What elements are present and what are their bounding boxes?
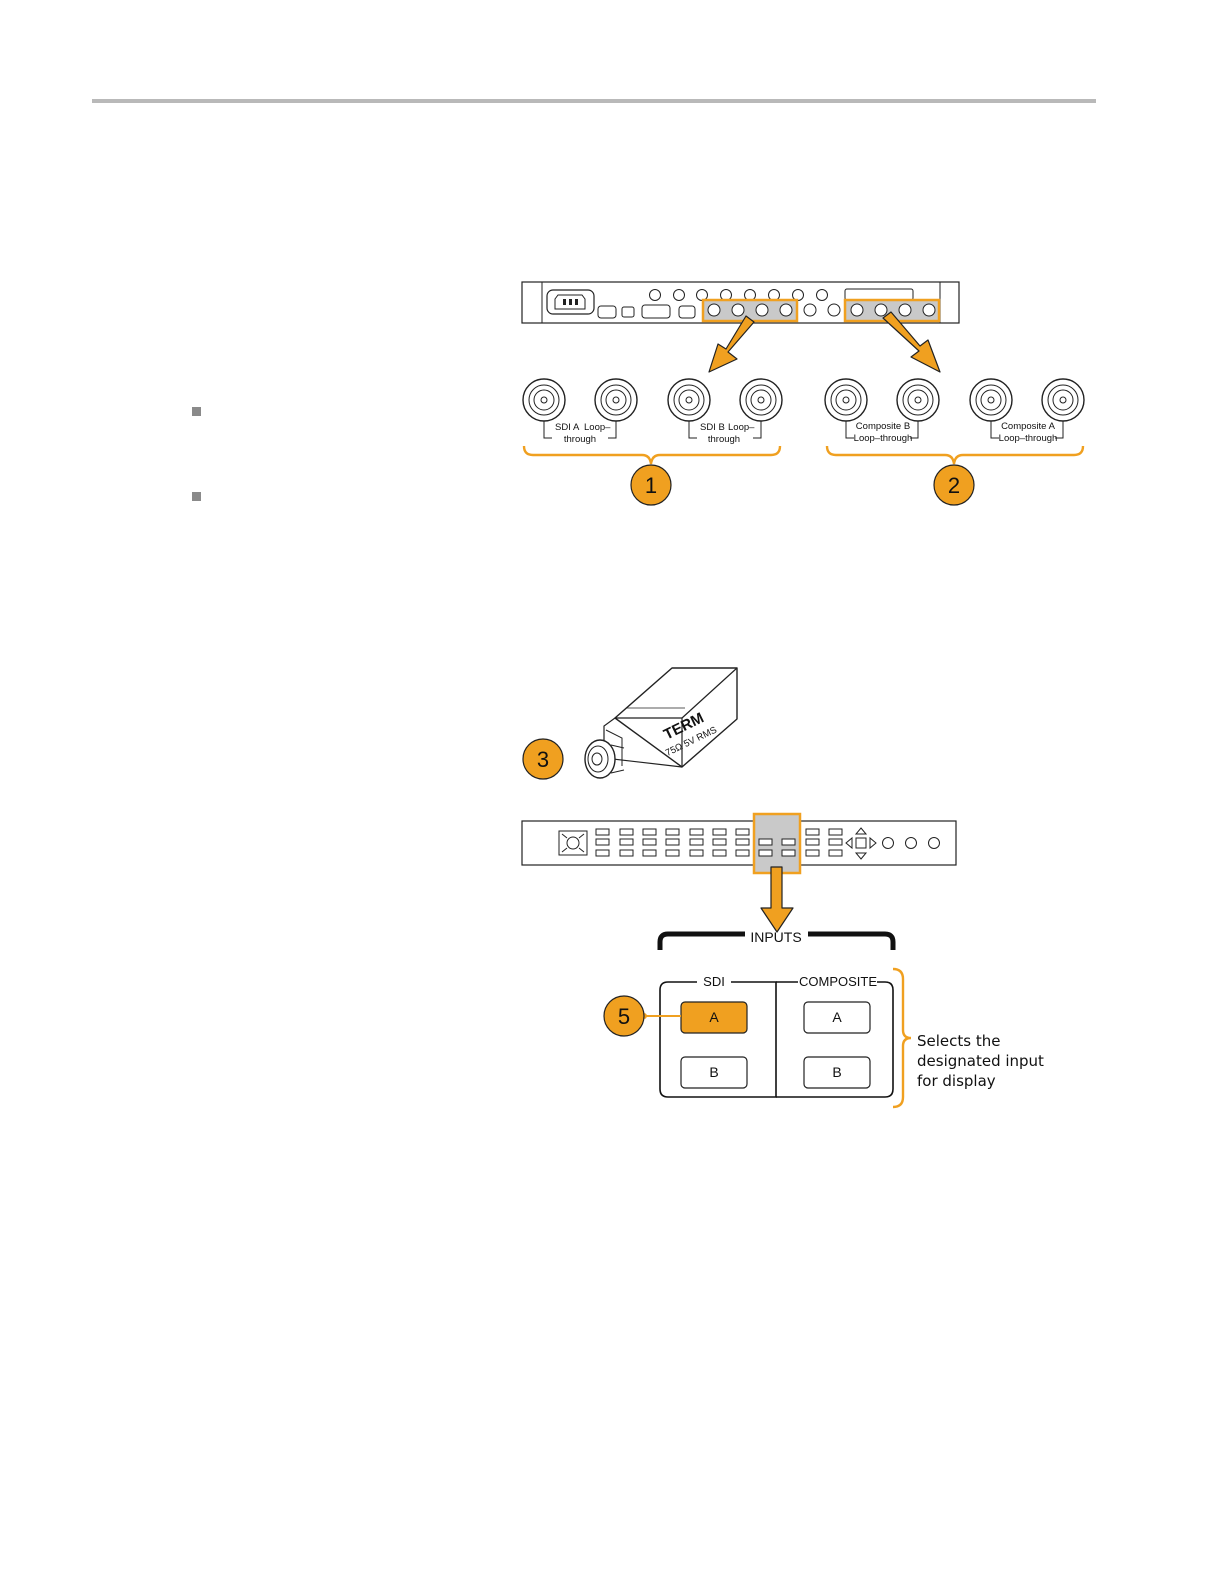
sdi-a-through-label: through bbox=[564, 434, 596, 445]
sdi-b-loop-label: Loop– bbox=[728, 422, 755, 433]
inputs-note-line-2: designated input bbox=[917, 1052, 1044, 1070]
power-inlet-icon bbox=[547, 290, 594, 314]
front-panel bbox=[522, 814, 956, 873]
bnc-connector-icon bbox=[740, 379, 782, 421]
sdi-b-through-label: through bbox=[708, 434, 740, 445]
bnc-connector-icon bbox=[595, 379, 637, 421]
sdi-a-button[interactable]: A bbox=[681, 1002, 747, 1033]
composite-b-loop-label: Loop–through bbox=[854, 433, 913, 444]
arrow-inputs bbox=[761, 867, 793, 932]
inputs-note-line-3: for display bbox=[917, 1072, 996, 1090]
front-panel-special-icon bbox=[559, 831, 587, 855]
inputs-title: INPUTS bbox=[750, 929, 801, 945]
bnc-connector-icon bbox=[897, 379, 939, 421]
composite-b-label: Composite B bbox=[856, 421, 910, 432]
bnc-connector-icon bbox=[825, 379, 867, 421]
sdi-a-label: SDI A bbox=[555, 422, 580, 433]
bnc-connector-icon bbox=[523, 379, 565, 421]
composite-a-loop-label: Loop–through bbox=[999, 433, 1058, 444]
arrow-sdi bbox=[709, 316, 754, 372]
composite-b-button-label: B bbox=[832, 1064, 841, 1080]
sdi-b-button-label: B bbox=[709, 1064, 718, 1080]
bnc-connector-icon bbox=[668, 379, 710, 421]
bnc-connector-icon bbox=[970, 379, 1012, 421]
brace-sdi bbox=[524, 446, 780, 464]
sdi-group-label: SDI bbox=[703, 974, 725, 989]
sdi-b-label: SDI B bbox=[700, 422, 725, 433]
composite-a-label: Composite A bbox=[1001, 421, 1056, 432]
callout-2-number: 2 bbox=[948, 473, 960, 498]
callout-1-number: 1 bbox=[645, 473, 657, 498]
sdi-a-button-label: A bbox=[709, 1009, 719, 1025]
brace-inputs bbox=[893, 969, 911, 1107]
callout-1: 1 bbox=[631, 465, 671, 505]
callout-5: 5 bbox=[604, 996, 681, 1036]
composite-a-button-label: A bbox=[832, 1009, 842, 1025]
sdi-b-button[interactable]: B bbox=[681, 1057, 747, 1088]
composite-b-button[interactable]: B bbox=[804, 1057, 870, 1088]
callout-3-number: 3 bbox=[537, 747, 549, 772]
sdi-a-loop-label: Loop– bbox=[584, 422, 611, 433]
inputs-note-line-1: Selects the bbox=[917, 1032, 1000, 1050]
callout-3: 3 bbox=[523, 739, 563, 779]
brace-composite bbox=[827, 446, 1083, 464]
callout-2: 2 bbox=[934, 465, 974, 505]
terminator-illustration: TERM 75Ω 5V RMS bbox=[585, 668, 737, 778]
bnc-connector-icon bbox=[1042, 379, 1084, 421]
composite-a-button[interactable]: A bbox=[804, 1002, 870, 1033]
callout-5-number: 5 bbox=[618, 1004, 630, 1029]
composite-group-label: COMPOSITE bbox=[799, 974, 877, 989]
